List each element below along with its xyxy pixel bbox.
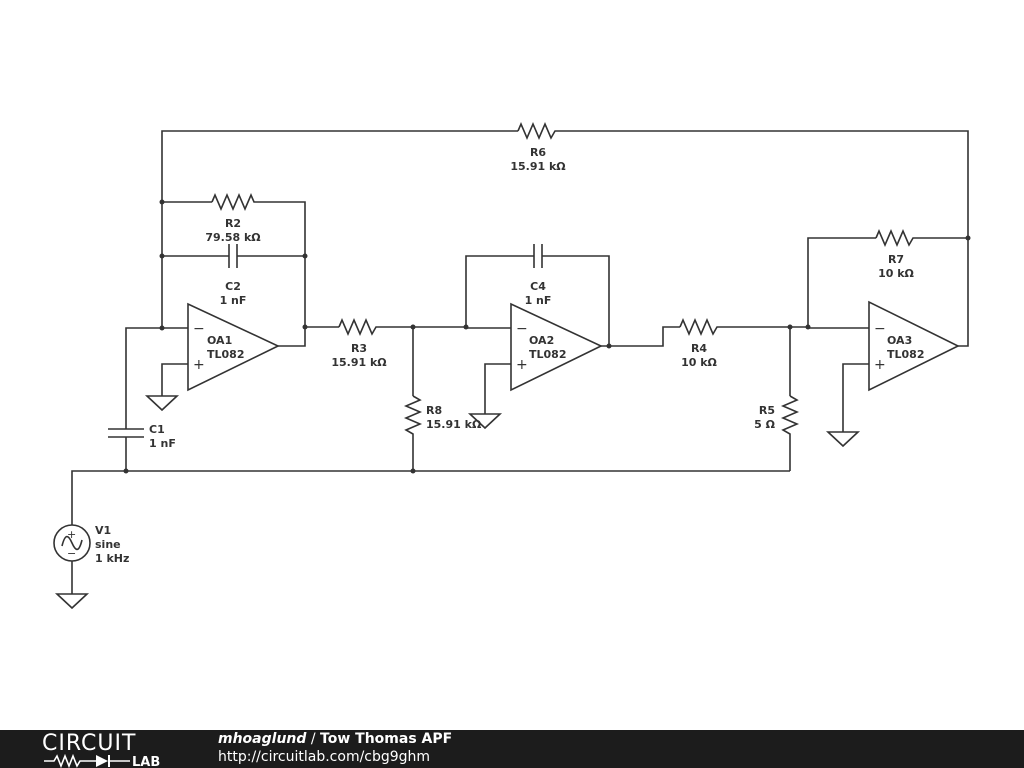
oa3-name: OA3 [887,334,912,347]
r7-value: 10 kΩ [878,267,914,280]
v1-plus-pin: + [67,528,76,541]
resistor-r8: R8 15.91 kΩ [403,395,482,438]
logo-text-circuit: CIRCUIT [42,731,137,756]
voltage-source-v1: + − V1 sine 1 kHz [53,524,129,565]
circuit-title[interactable]: Tow Thomas APF [320,731,453,747]
r6-value: 15.91 kΩ [510,160,566,173]
footer-bar: CIRCUIT LAB mhoaglund / Tow Thomas APF h… [0,730,1024,768]
v1-freq: 1 kHz [95,552,129,565]
oa3-part: TL082 [887,348,924,361]
resistor-r6: R6 15.91 kΩ [510,121,566,173]
r5-value: 5 Ω [754,418,775,431]
r2-value: 79.58 kΩ [205,231,261,244]
r2-name: R2 [225,217,241,230]
r4-value: 10 kΩ [681,356,717,369]
oa2-minus-pin: − [516,321,528,337]
junction-dots [123,199,971,474]
resistor-r4: R4 10 kΩ [679,317,720,369]
wires [71,130,969,594]
circuit-title-line: mhoaglund / Tow Thomas APF [218,731,452,747]
c2-value: 1 nF [220,294,247,307]
logo-text-lab: LAB [132,755,160,768]
r3-name: R3 [351,342,367,355]
c4-value: 1 nF [525,294,552,307]
c2-name: C2 [225,280,241,293]
circuit-url-link[interactable]: http://circuitlab.com/cbg9ghm [218,749,431,765]
capacitor-c4: C4 1 nF [525,244,552,307]
title-separator: / [306,731,321,747]
oa3-minus-pin: − [874,321,886,337]
opamp-oa3: − + OA3 TL082 [868,300,960,392]
opamp-oa2: − + OA2 TL082 [510,302,603,392]
ground-v1-icon [54,593,90,610]
r8-name: R8 [426,404,442,417]
v1-minus-pin: − [67,547,76,560]
oa1-name: OA1 [207,334,232,347]
oa3-plus-pin: + [874,357,886,373]
capacitor-c2: C2 1 nF [220,244,247,307]
oa2-name: OA2 [529,334,554,347]
resistor-r2: R2 79.58 kΩ [205,192,261,244]
circuitlab-logo[interactable]: CIRCUIT LAB [42,732,178,768]
logo-resistor-diode-icon: LAB [44,754,160,768]
r6-name: R6 [530,146,546,159]
ground-oa2-icon [467,413,503,430]
ground-oa3-icon [825,431,861,448]
author-link[interactable]: mhoaglund [218,731,307,747]
oa1-minus-pin: − [193,321,205,337]
v1-name: V1 [95,524,111,537]
oa2-plus-pin: + [516,357,528,373]
schematic-canvas: R6 15.91 kΩ R2 79.58 kΩ R7 10 kΩ R3 15.9… [53,121,971,610]
opamp-oa1: − + OA1 TL082 [187,302,280,392]
r3-value: 15.91 kΩ [331,356,387,369]
ground-oa1-icon [144,395,180,412]
oa2-part: TL082 [529,348,566,361]
resistor-r7: R7 10 kΩ [875,228,916,280]
c4-name: C4 [530,280,546,293]
c1-name: C1 [149,423,165,436]
resistor-r5: R5 5 Ω [754,395,800,438]
r7-name: R7 [888,253,904,266]
oa1-plus-pin: + [193,357,205,373]
r4-name: R4 [691,342,707,355]
resistor-r3: R3 15.91 kΩ [331,317,387,369]
c1-value: 1 nF [149,437,176,450]
r8-value: 15.91 kΩ [426,418,482,431]
oa1-part: TL082 [207,348,244,361]
capacitor-c1: C1 1 nF [108,423,176,450]
r5-name: R5 [759,404,775,417]
v1-type: sine [95,538,121,551]
ground-symbols [54,395,861,610]
